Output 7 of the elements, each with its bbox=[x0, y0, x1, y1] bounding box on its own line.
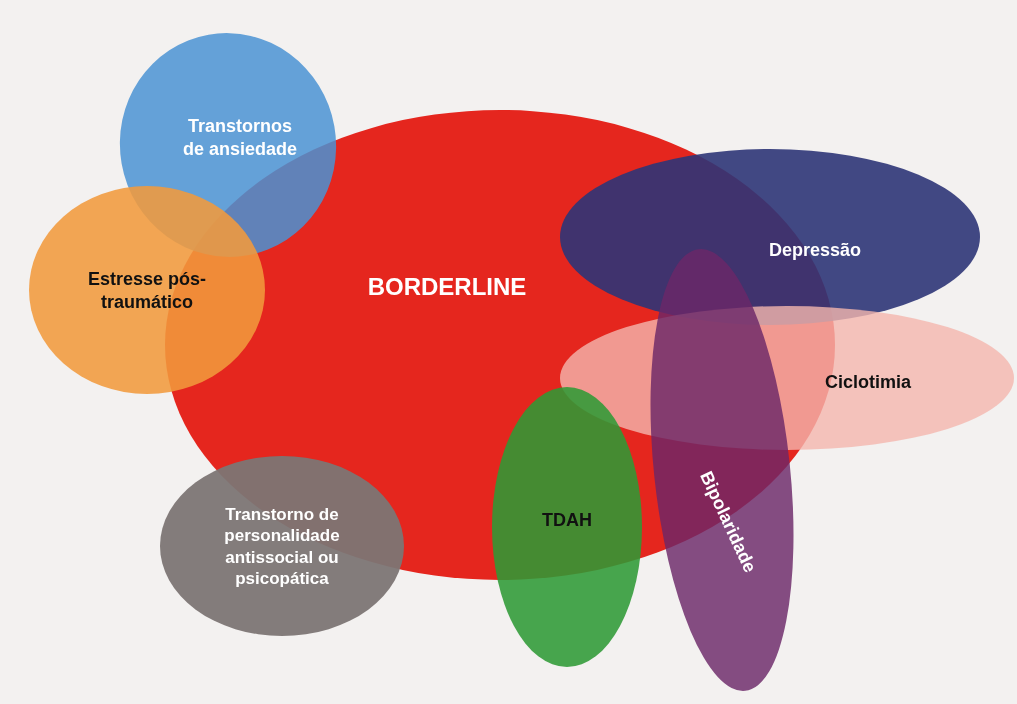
category-label: Depressão bbox=[767, 238, 863, 262]
category-label: Transtorno de personalidade antissocial ou psicopática bbox=[223, 503, 341, 589]
category-label: Estresse pós-traumático bbox=[86, 267, 208, 313]
category-label: TDAH bbox=[541, 508, 593, 532]
category-label: BORDERLINE bbox=[366, 272, 528, 302]
category-label: Transtornos de ansiedade bbox=[181, 114, 298, 160]
category-label: Ciclotimia bbox=[824, 370, 912, 394]
